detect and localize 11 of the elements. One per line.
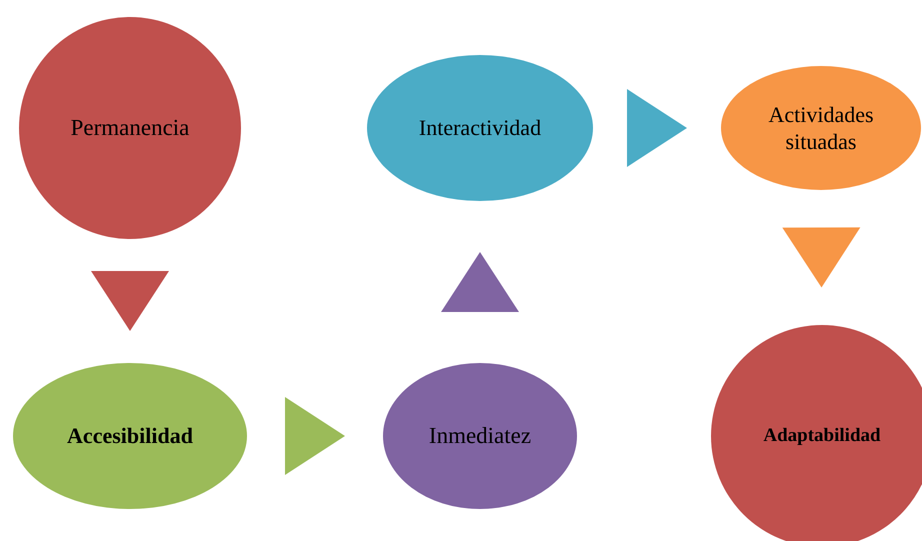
node-label: Accesibilidad bbox=[67, 422, 193, 450]
arrow bbox=[285, 397, 345, 475]
node-label: Adaptabilidad bbox=[763, 424, 881, 448]
node-label: Actividades situadas bbox=[767, 100, 875, 156]
arrow bbox=[782, 227, 860, 288]
arrow bbox=[441, 252, 519, 312]
node-label: Interactividad bbox=[418, 114, 542, 142]
node-label: Inmediatez bbox=[428, 422, 532, 450]
arrow bbox=[627, 89, 687, 167]
node-label: Permanencia bbox=[70, 114, 190, 142]
arrow bbox=[91, 271, 169, 331]
